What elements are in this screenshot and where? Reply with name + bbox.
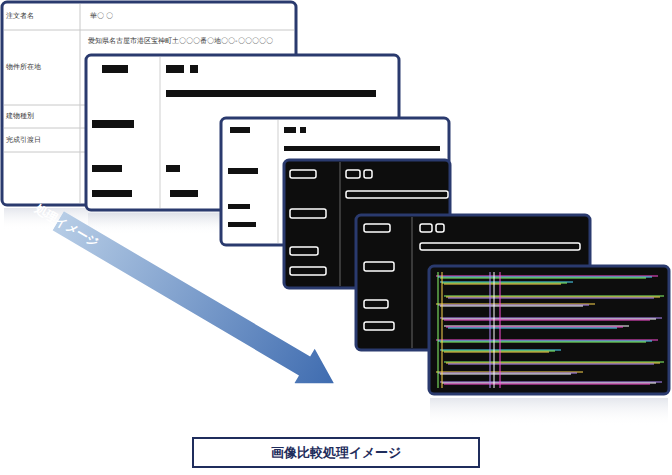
diff-stroke — [440, 278, 646, 279]
diff-stroke — [494, 272, 495, 388]
table-cell: 物件所在地 — [6, 64, 41, 71]
diff-stroke — [436, 276, 658, 277]
diff-stroke — [448, 298, 654, 299]
diff-stroke — [444, 320, 650, 321]
diff-stroke — [446, 297, 660, 298]
arrow-label: 処理イメージ — [31, 201, 102, 252]
diff-stroke — [444, 352, 549, 353]
diff-stroke — [440, 382, 662, 383]
table-cell: 完成引渡日 — [6, 137, 41, 144]
diff-stroke — [444, 296, 664, 297]
diff-stroke — [438, 341, 652, 342]
diff-stroke — [442, 383, 656, 384]
diff-stroke — [438, 305, 589, 306]
diff-stroke — [444, 362, 664, 363]
diff-card — [429, 266, 669, 394]
diff-stroke — [490, 272, 491, 388]
diff-stroke — [442, 272, 443, 388]
diff-stroke — [500, 272, 501, 388]
diff-stroke — [446, 363, 660, 364]
diff-stroke — [436, 340, 658, 341]
diff-stroke — [436, 304, 595, 305]
diff-stroke — [448, 364, 654, 365]
diff-stroke — [440, 374, 571, 375]
caption: 画像比較処理イメージ — [271, 444, 401, 462]
diff-stroke — [442, 351, 555, 352]
diff-stroke — [442, 319, 656, 320]
diff-stroke — [440, 342, 646, 343]
process-arrow: 処理イメージ — [48, 204, 344, 401]
diff-stroke — [446, 327, 623, 328]
diff-stroke — [440, 282, 573, 283]
table-cell: 注文者名 — [6, 13, 34, 20]
diff-stroke — [442, 283, 567, 284]
diff-stroke — [440, 318, 662, 319]
diff-stroke — [440, 306, 583, 307]
diff-stroke — [438, 373, 577, 374]
diff-stroke — [444, 326, 629, 327]
diff-stroke — [438, 277, 652, 278]
diff-stroke — [448, 328, 617, 329]
diff-stroke — [444, 384, 650, 385]
table-cell: 華〇 〇 — [90, 13, 113, 20]
diff-stroke — [436, 372, 583, 373]
diff-stroke — [444, 284, 561, 285]
diff-stroke — [438, 272, 439, 388]
table-cell: 建物種別 — [6, 113, 34, 120]
table-cell: 愛知県名古屋市港区宝神町土〇〇〇番〇地〇〇-〇〇〇〇〇 — [88, 38, 273, 45]
caption-box: 画像比較処理イメージ — [192, 437, 480, 468]
